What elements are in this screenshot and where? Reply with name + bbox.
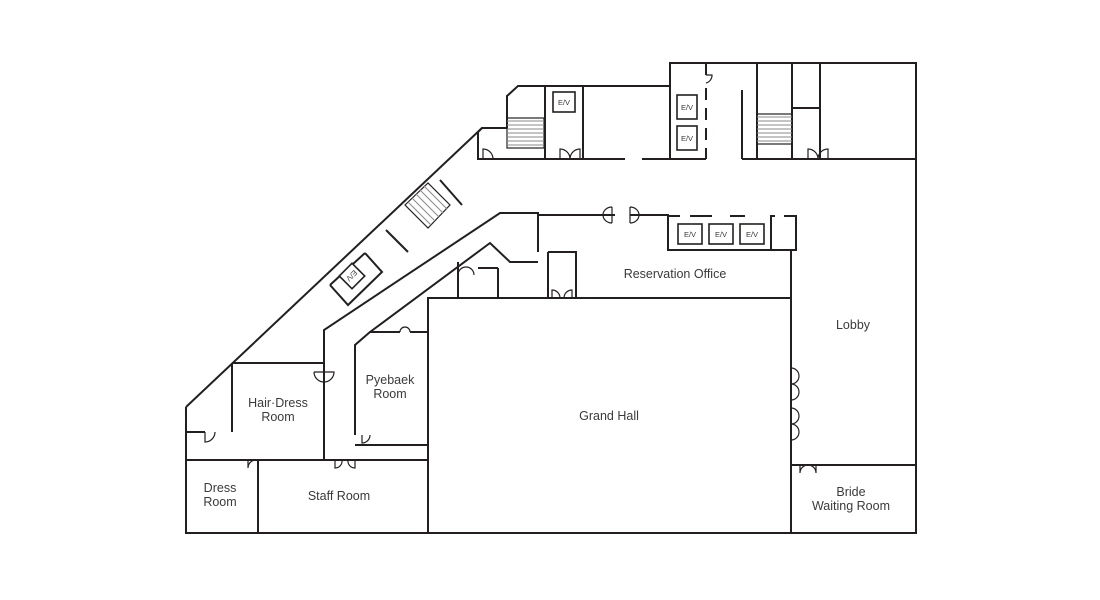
room-label-staff-room: Staff Room [308, 489, 370, 503]
room-label-dress-2: Room [203, 495, 236, 509]
svg-text:E/V: E/V [558, 98, 570, 107]
room-label-bride-1: Bride [836, 485, 865, 499]
room-label-reservation-office: Reservation Office [624, 267, 727, 281]
stairs-diagonal [404, 182, 451, 229]
svg-text:E/V: E/V [684, 230, 696, 239]
svg-text:E/V: E/V [715, 230, 727, 239]
room-label-pyebaek-1: Pyebaek [366, 373, 415, 387]
room-label-pyebaek-2: Room [373, 387, 406, 401]
elevator-north-2: E/V [676, 94, 698, 120]
svg-text:E/V: E/V [746, 230, 758, 239]
room-label-lobby: Lobby [836, 318, 871, 332]
room-label-grand-hall: Grand Hall [579, 409, 639, 423]
svg-text:E/V: E/V [681, 134, 693, 143]
diagonal-corridor-inner-wall [232, 212, 539, 364]
svg-text:E/V: E/V [681, 103, 693, 112]
stairs-north-west [506, 117, 545, 149]
elevator-bank-east: E/V E/V E/V [677, 223, 765, 245]
room-label-dress-1: Dress [204, 481, 237, 495]
elevator-diagonal: E/V [338, 262, 366, 290]
room-label-bride-2: Waiting Room [812, 499, 890, 513]
north-corridor-wall [477, 127, 625, 160]
elevator-north-1: E/V [552, 91, 576, 113]
room-label-hair-dress-1: Hair·Dress [248, 396, 308, 410]
door-swings [204, 74, 829, 474]
elevator-north-3: E/V [676, 125, 698, 151]
stairs-north-east [756, 113, 793, 145]
room-label-hair-dress-2: Room [261, 410, 294, 424]
